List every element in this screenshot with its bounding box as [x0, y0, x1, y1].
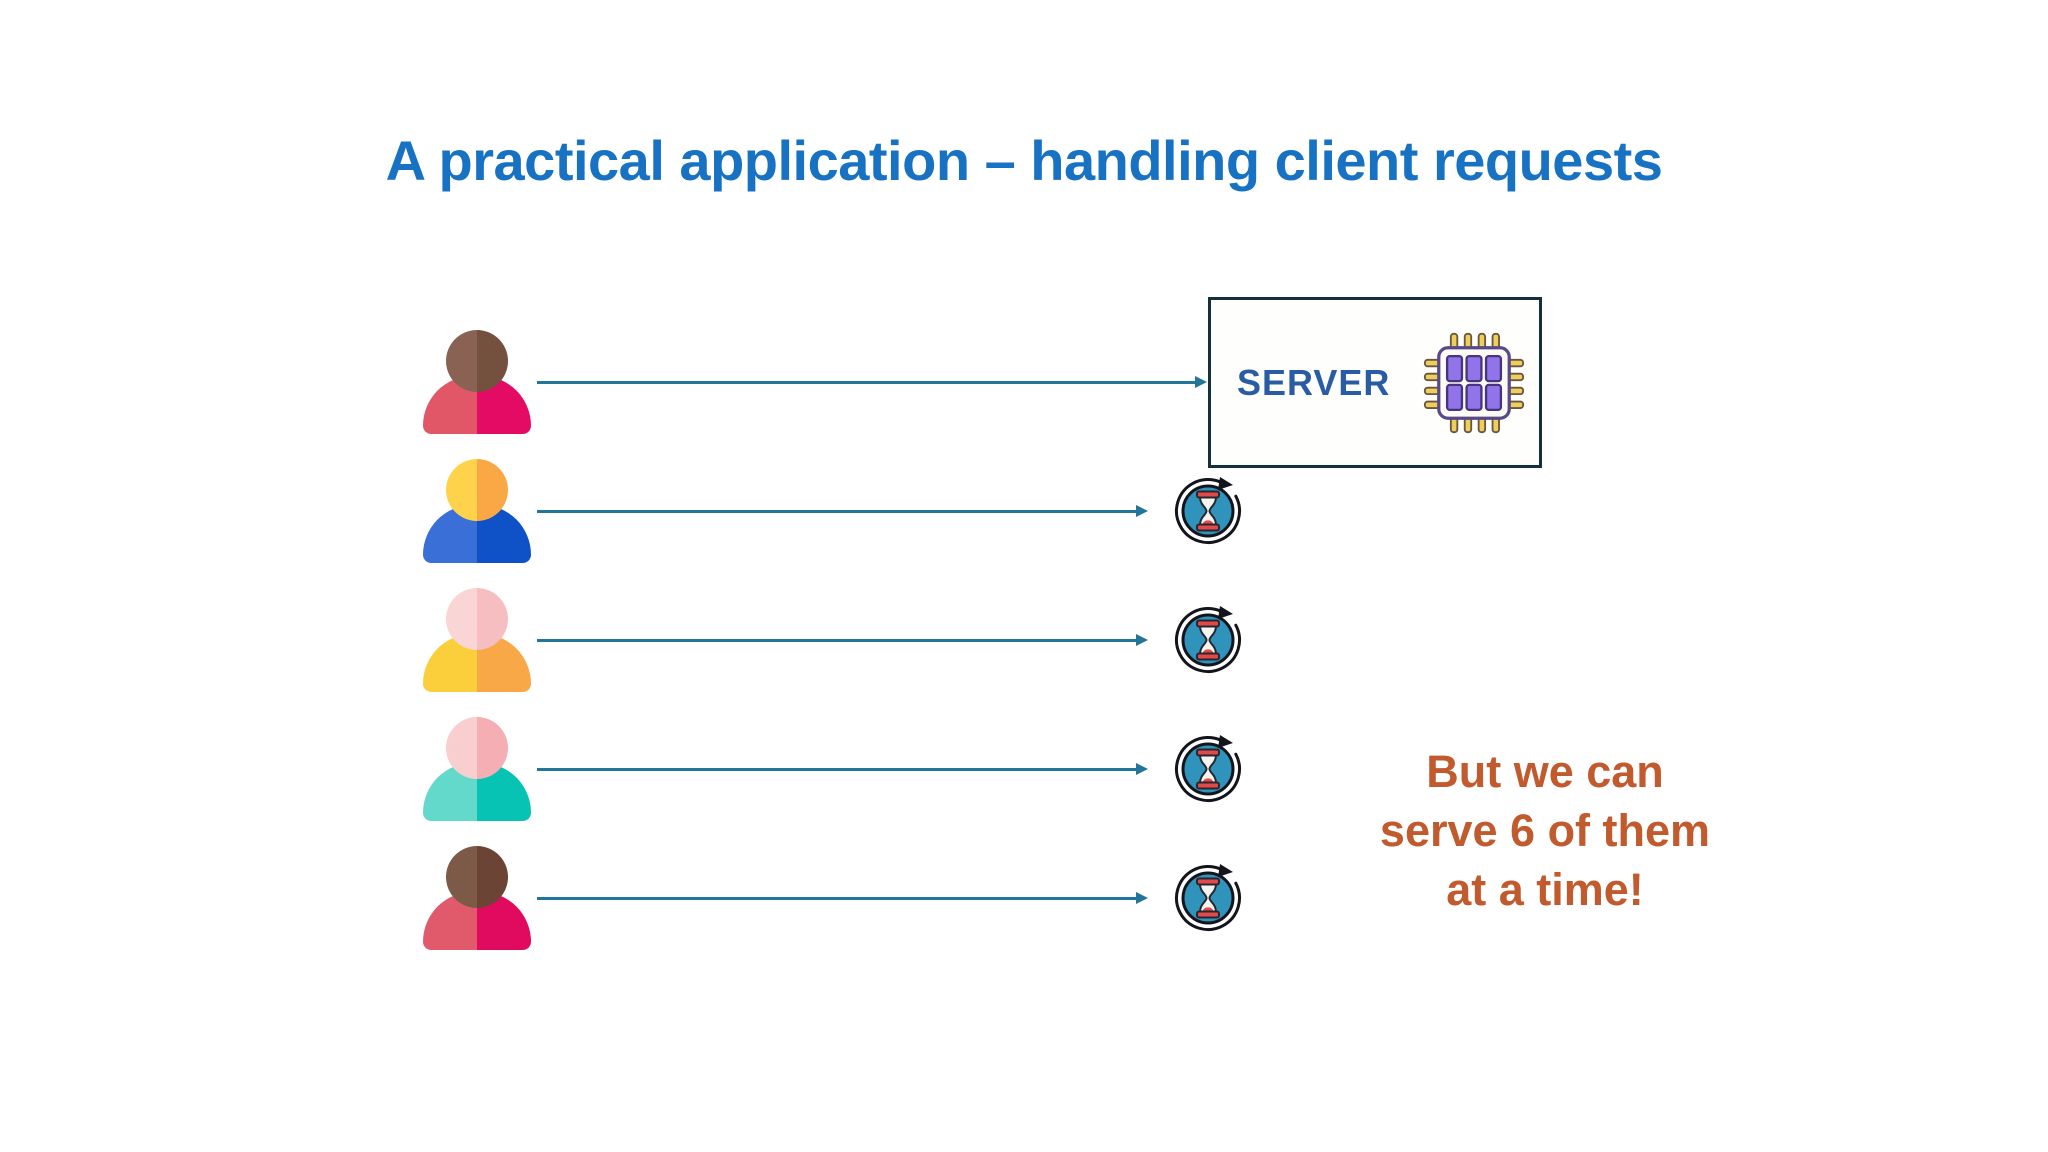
- client-person-icon: [423, 588, 531, 692]
- person-head-icon: [446, 330, 508, 392]
- hourglass-waiting-icon: [1175, 864, 1241, 931]
- person-head-icon: [446, 846, 508, 908]
- request-arrow-icon: [537, 891, 1148, 904]
- hourglass-waiting-icon: [1175, 606, 1241, 673]
- client-person-icon: [423, 717, 531, 821]
- server-box: SERVER: [1208, 297, 1542, 468]
- client-person-icon: [423, 459, 531, 563]
- arrow-tip: [1136, 762, 1148, 775]
- arrow-tip: [1136, 891, 1148, 904]
- request-arrow-icon: [537, 375, 1207, 388]
- arrow-shaft: [537, 509, 1137, 513]
- person-head-icon: [446, 588, 508, 650]
- client-person-icon: [423, 846, 531, 950]
- person-head-icon: [446, 459, 508, 521]
- request-arrow-icon: [537, 762, 1148, 775]
- request-arrow-icon: [537, 504, 1148, 517]
- note-line-1: But we can: [1426, 746, 1664, 797]
- person-head-icon: [446, 717, 508, 779]
- arrow-tip: [1136, 633, 1148, 646]
- note-line-3: at a time!: [1446, 864, 1644, 915]
- arrow-shaft: [537, 380, 1196, 384]
- hourglass-waiting-icon: [1175, 477, 1241, 544]
- arrow-shaft: [537, 638, 1137, 642]
- arrow-shaft: [537, 896, 1137, 900]
- slide-title: A practical application – handling clien…: [385, 129, 1663, 192]
- request-arrow-icon: [537, 633, 1148, 646]
- arrow-tip: [1195, 375, 1207, 388]
- note-line-2: serve 6 of them: [1379, 805, 1711, 856]
- note-text: But we can serve 6 of them at a time!: [1320, 742, 1770, 919]
- arrow-tip: [1136, 504, 1148, 517]
- hourglass-waiting-icon: [1175, 735, 1241, 802]
- arrow-shaft: [537, 767, 1137, 771]
- cpu-chip-icon: [1423, 332, 1525, 434]
- client-person-icon: [423, 330, 531, 434]
- server-label: SERVER: [1237, 361, 1391, 403]
